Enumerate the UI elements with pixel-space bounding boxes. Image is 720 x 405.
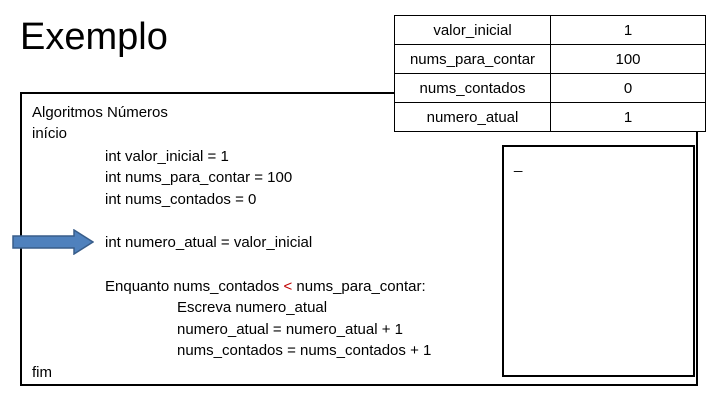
table-row: nums_contados 0	[394, 73, 706, 103]
output-cursor: _	[514, 156, 523, 173]
code-line-while: Enquanto nums_contados < nums_para_conta…	[105, 278, 426, 296]
variable-name: numero_atual	[394, 102, 551, 132]
variable-name: valor_inicial	[394, 15, 551, 45]
code-line-header: Algoritmos Números	[32, 104, 168, 121]
code-line-increment-counted: nums_contados = nums_contados + 1	[177, 342, 432, 359]
variable-value: 0	[550, 73, 706, 103]
variable-name: nums_para_contar	[394, 44, 551, 74]
code-line-nums-contados: int nums_contados = 0	[105, 191, 257, 208]
table-row: numero_atual 1	[394, 102, 706, 132]
code-line-numero-atual: int numero_atual = valor_inicial	[105, 234, 313, 251]
code-line-end: fim	[32, 364, 52, 381]
code-line-valor-inicial: int valor_inicial = 1	[105, 148, 229, 165]
while-keyword: Enquanto nums_contados	[105, 278, 284, 295]
while-condition: nums_para_contar:	[292, 278, 426, 295]
variable-value: 1	[550, 102, 706, 132]
variable-value: 100	[550, 44, 706, 74]
table-row: nums_para_contar 100	[394, 44, 706, 74]
slide-title: Exemplo	[20, 16, 168, 58]
code-line-increment-current: numero_atual = numero_atual + 1	[177, 321, 403, 338]
variables-table: valor_inicial 1 nums_para_contar 100 num…	[394, 15, 706, 132]
code-line-start: início	[32, 125, 68, 142]
less-than-operator: <	[283, 278, 293, 295]
variable-value: 1	[550, 15, 706, 45]
code-line-nums-para-contar: int nums_para_contar = 100	[105, 169, 293, 186]
code-line-write: Escreva numero_atual	[177, 299, 328, 316]
table-row: valor_inicial 1	[394, 15, 706, 45]
variable-name: nums_contados	[394, 73, 551, 103]
right-arrow-icon	[12, 229, 94, 255]
output-box	[502, 145, 695, 377]
